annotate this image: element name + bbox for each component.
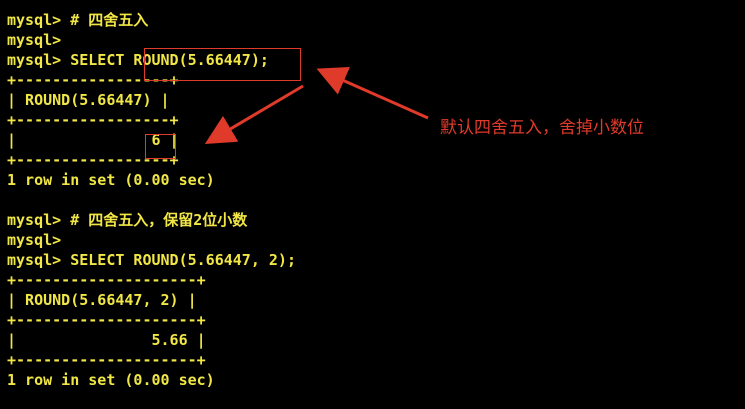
terminal-line: +--------------------+ bbox=[7, 311, 206, 329]
terminal-line: mysql> bbox=[7, 31, 62, 49]
terminal-line: +-----------------+ bbox=[7, 151, 179, 169]
terminal-line: mysql> # 四舍五入 bbox=[7, 11, 149, 29]
terminal-line: +--------------------+ bbox=[7, 351, 206, 369]
terminal-line: +-----------------+ bbox=[7, 111, 179, 129]
arrow-to-result bbox=[204, 84, 304, 145]
arrow-to-function bbox=[316, 67, 429, 120]
terminal-line: mysql> bbox=[7, 231, 62, 249]
annotation-text: 默认四舍五入，舍掉小数位 bbox=[440, 118, 644, 138]
terminal-line: +--------------------+ bbox=[7, 271, 206, 289]
terminal-line: 1 row in set (0.00 sec) bbox=[7, 171, 215, 189]
terminal-line: 1 row in set (0.00 sec) bbox=[7, 371, 215, 389]
terminal-window: mysql> # 四舍五入 mysql> mysql> SELECT ROUND… bbox=[7, 10, 737, 402]
highlight-box-round-call bbox=[144, 48, 301, 81]
terminal-line: | 6 | bbox=[7, 131, 179, 149]
terminal-line: mysql> # 四舍五入，保留2位小数 bbox=[7, 211, 248, 229]
terminal-line: | ROUND(5.66447) | bbox=[7, 91, 170, 109]
terminal-line: | ROUND(5.66447, 2) | bbox=[7, 291, 197, 309]
terminal-line: mysql> SELECT ROUND(5.66447, 2); bbox=[7, 251, 296, 269]
terminal-line: | 5.66 | bbox=[7, 331, 206, 349]
terminal-line: mysql> SELECT ROUND(5.66447); bbox=[7, 51, 269, 69]
highlight-box-result bbox=[145, 134, 176, 159]
terminal-line: +-----------------+ bbox=[7, 71, 179, 89]
